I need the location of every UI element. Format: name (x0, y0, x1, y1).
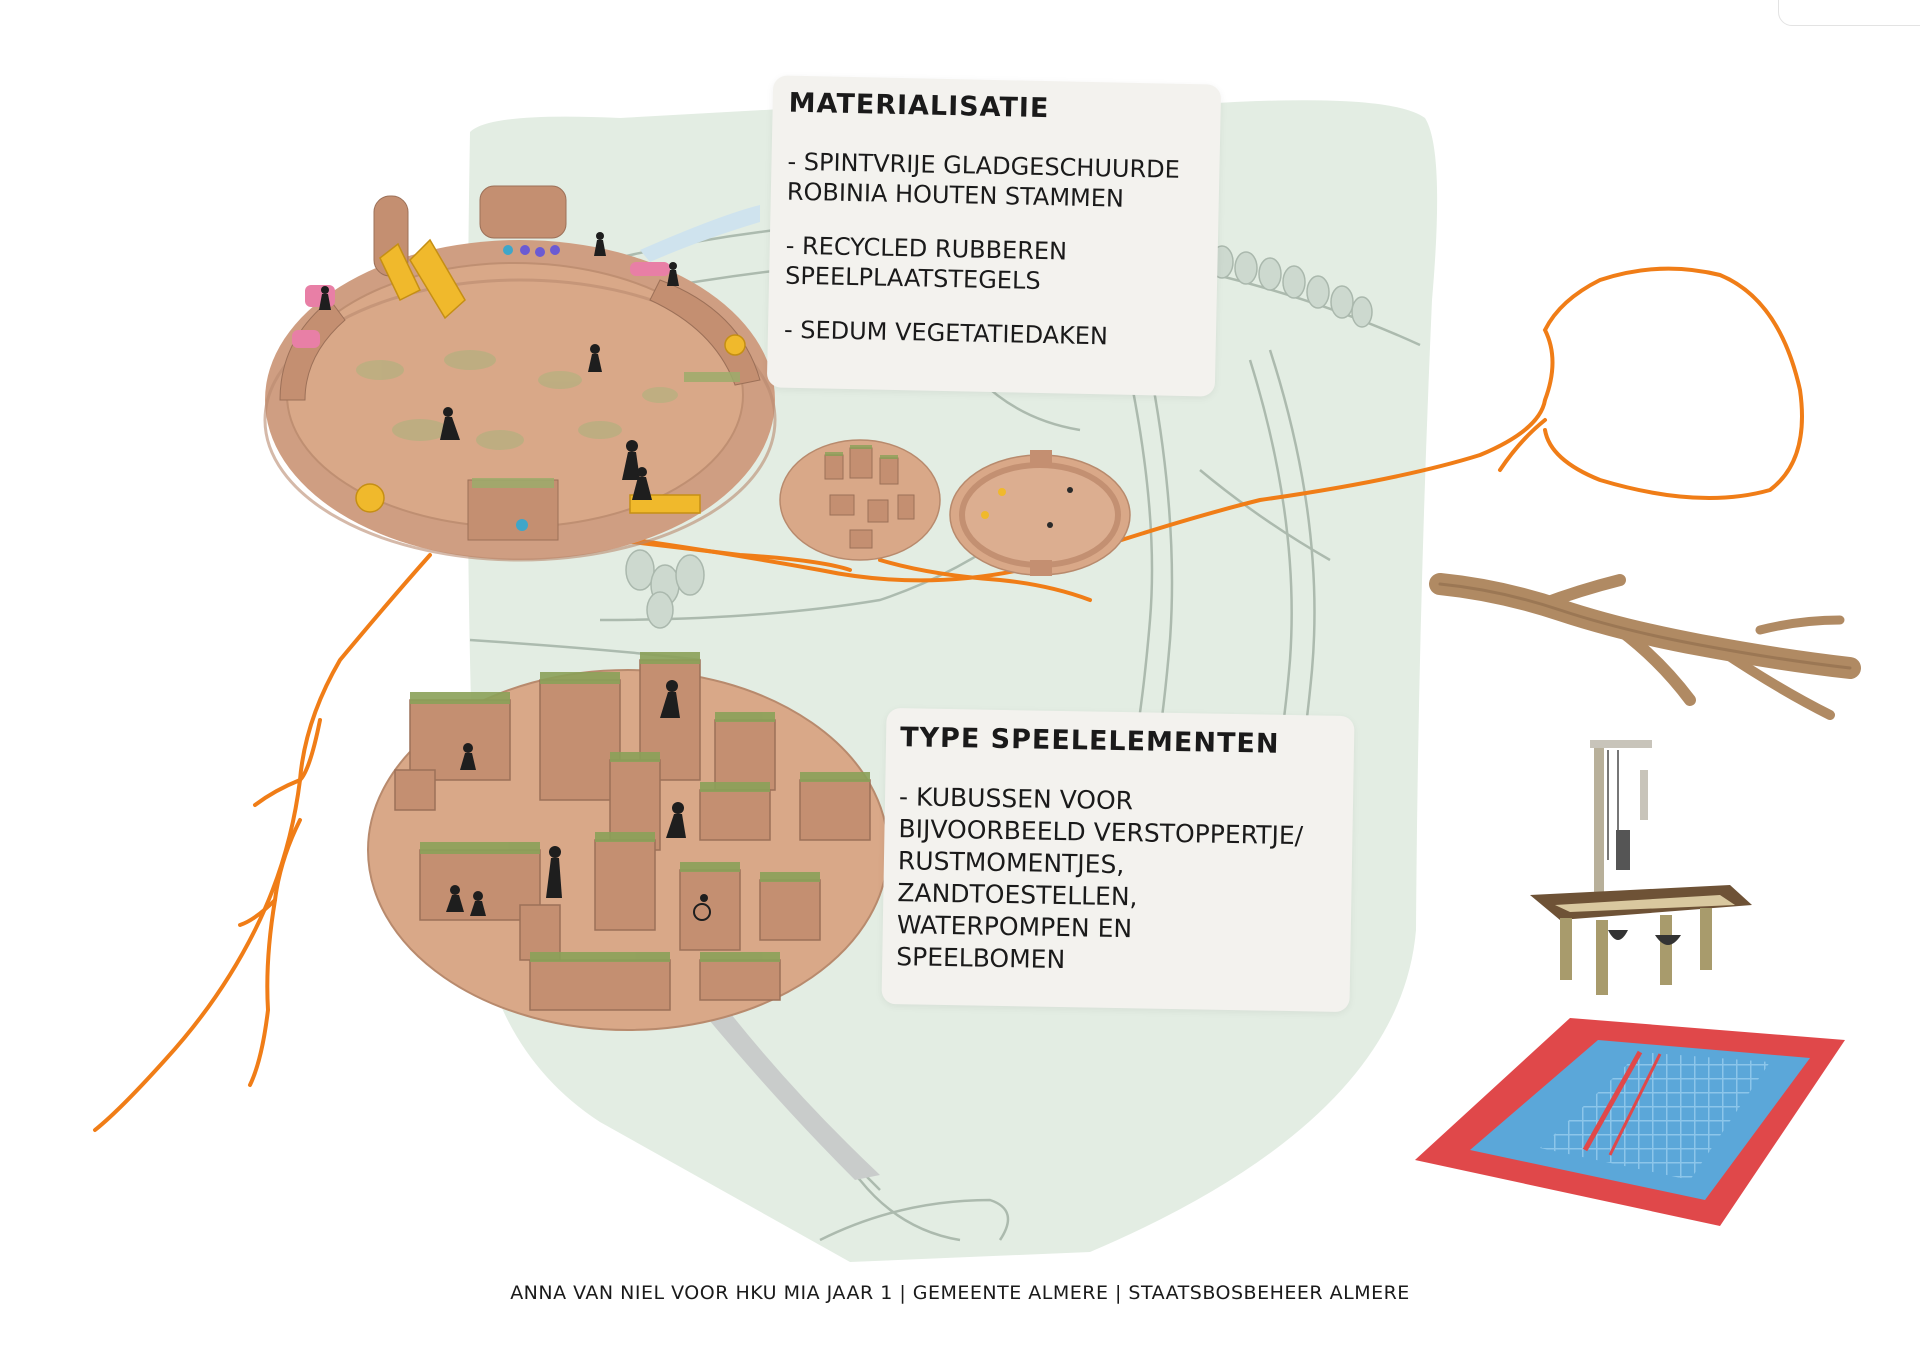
play-elements-title: TYPE SPEELELEMENTEN (899, 722, 1280, 760)
materials-item-robinia: - SPINTVRIJE GLADGESCHUURDE ROBINIA HOUT… (786, 147, 1181, 213)
child-figure-icon (667, 262, 679, 286)
play-cube (529, 959, 671, 1011)
tree-icon (1258, 257, 1282, 291)
road (680, 985, 880, 1180)
robinia-log-icon (1429, 573, 1861, 720)
tree-row (625, 245, 1373, 629)
child-figure-icon (666, 802, 686, 838)
materials-item-sedum: - SEDUM VEGETATIEDAKEN (783, 315, 1109, 351)
ring-plaza (263, 185, 777, 562)
child-figure-icon (693, 894, 711, 921)
play-cube (394, 769, 436, 811)
play-cube (714, 719, 776, 791)
child-figure-icon (1047, 522, 1053, 528)
mini-ring-plaza (949, 450, 1131, 576)
cube-plaza (367, 652, 889, 1031)
slide-icon (379, 242, 421, 302)
trampoline-tile-icon (1415, 1018, 1845, 1226)
child-figure-icon (319, 286, 331, 310)
tree-icon (1351, 296, 1373, 328)
child-figure-icon (588, 344, 602, 372)
tree-icon (1306, 275, 1330, 309)
tree-icon (625, 549, 655, 591)
play-elements-card: TYPE SPEELELEMENTEN - KUBUSSEN VOOR BIJV… (881, 707, 1355, 1013)
child-figure-icon (660, 680, 680, 718)
play-cube (699, 959, 781, 1001)
child-figure-icon (632, 467, 652, 500)
tree-icon (1330, 285, 1354, 319)
mini-cube-plaza (779, 439, 941, 561)
play-cube (799, 779, 871, 841)
window-corner-tab (1778, 0, 1920, 26)
play-cube (409, 699, 511, 781)
child-figure-icon (622, 440, 640, 480)
slide-icon (998, 488, 1006, 496)
child-figure-icon (460, 743, 476, 770)
play-cube (699, 789, 771, 841)
child-figure-icon (594, 232, 606, 256)
materials-card: MATERIALISATIE - SPINTVRIJE GLADGESCHUUR… (766, 75, 1222, 397)
materials-title: MATERIALISATIE (788, 87, 1050, 125)
tree-icon (675, 554, 705, 596)
play-cube (594, 839, 656, 931)
play-cube (519, 904, 561, 961)
play-elements-item: - KUBUSSEN VOOR BIJVOORBEELD VERSTOPPERT… (896, 782, 1304, 975)
child-figure-icon (1067, 487, 1073, 493)
water-strip (640, 205, 760, 262)
tree-icon (1234, 251, 1258, 285)
child-figure-icon (546, 846, 562, 898)
tree-icon (646, 591, 674, 629)
child-figure-icon (470, 891, 486, 916)
credit-footer: ANNA VAN NIEL VOOR HKU MIA JAAR 1 | GEME… (510, 1282, 1410, 1304)
slide-icon (409, 238, 466, 320)
play-cube (539, 679, 621, 801)
water-pump-table-icon (1530, 740, 1752, 995)
child-figure-icon (440, 407, 460, 440)
child-figure-icon (446, 885, 464, 912)
tree-icon (1282, 265, 1306, 299)
materials-item-rubber: - RECYCLED RUBBEREN SPEELPLAATSTEGELS (784, 231, 1068, 295)
play-cube (759, 879, 821, 941)
